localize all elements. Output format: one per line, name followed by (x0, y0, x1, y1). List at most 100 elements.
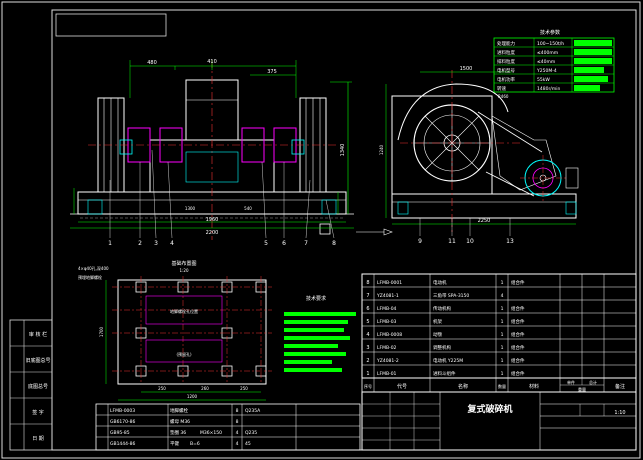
part-no-3: 5 (366, 319, 369, 325)
front-dim-top1: 480 (147, 60, 157, 66)
tech-v-0: 100~150t/h (537, 41, 564, 47)
hdr-6: 总计 (589, 379, 597, 385)
foundation-dim-4: 1700 (99, 326, 104, 337)
part-mat-0: 组合件 (511, 279, 525, 286)
lt-code-0: LFMB-0003 (110, 408, 135, 414)
side-dim-width: 2250 (478, 218, 491, 224)
lt-code-2: GB95-85 (110, 430, 130, 436)
part-code-5: LFMB-02 (377, 345, 397, 351)
front-dim-side: 1300 (185, 206, 196, 211)
foundation-title: 基础布置图 (171, 260, 196, 267)
foundation-label-1: 4×φ40孔,深400 (78, 265, 109, 271)
side-frame (391, 95, 493, 195)
lt-mat-3: 45 (245, 441, 251, 447)
side-base (391, 193, 577, 219)
balloon-6: 6 (282, 240, 286, 247)
foundation-dim-0: 250 (158, 386, 166, 391)
part-no-4: 4 (366, 332, 369, 338)
drawing-scale: 1:10 (614, 410, 625, 416)
hdr-2: 名称 (458, 383, 468, 390)
part-name-5: 调整机构 (433, 344, 451, 351)
tech-k-3: 电机型号 (497, 67, 515, 74)
part-name-1: 三角带 SPA-3150 (433, 292, 469, 299)
tech-v-1: ≤400mm (537, 50, 558, 56)
title-block: 复式破碎机 1:10 (361, 391, 637, 451)
balloon-7: 7 (304, 240, 308, 247)
front-dim-top3: 375 (267, 69, 277, 75)
lt-mat-2: Q235 (245, 430, 257, 436)
part-code-4: LFMB-0008 (377, 332, 402, 338)
balloon-4: 4 (170, 240, 174, 247)
side-dim-r: R460 (498, 94, 509, 99)
foundation-label-3: 地脚螺栓孔位置 (170, 308, 198, 314)
part-mat-4: 组合件 (511, 331, 525, 338)
tech-k-5: 转速 (497, 85, 506, 92)
part-no-2: 6 (366, 306, 369, 312)
part-code-1: YZ4081-1 (376, 293, 399, 299)
stamp-text-0: 审 核 栏 (29, 331, 47, 338)
stamp-text-1: 旧底图总号 (25, 357, 50, 364)
part-qty-6: 1 (501, 358, 504, 364)
side-hood (397, 83, 509, 141)
hdr-7: 重量 (578, 386, 586, 392)
part-no-1: 7 (366, 293, 369, 299)
stamp-text-4: 日 期 (32, 436, 44, 442)
tech-k-0: 处理能力 (497, 40, 515, 47)
part-qty-1: 4 (501, 293, 504, 299)
part-qty-4: 1 (501, 332, 504, 338)
part-qty-7: 1 (501, 371, 504, 377)
front-dim-height: 1340 (340, 144, 346, 157)
foundation-label-2: 预埋地脚螺栓 (78, 274, 102, 280)
left-stamp: 审 核 栏 旧底图总号 底图总号 签 字 日 期 (9, 319, 53, 451)
tech-v-2: ≤40mm (537, 59, 555, 65)
side-belt-bottom (485, 171, 535, 197)
hdr-0: 序号 (364, 383, 372, 389)
hdr-5: 单件 (567, 379, 575, 385)
tech-v-5: 1480r/min (537, 86, 560, 92)
side-view: 1500 2250 1240 R460 9 11 10 13 (379, 66, 579, 245)
side-balloon-10: 10 (466, 238, 474, 245)
part-no-7: 1 (366, 371, 369, 377)
lt-name-3: 平键 (170, 440, 179, 447)
part-code-3: LFMB-03 (377, 319, 397, 325)
part-mat-2: 组合件 (511, 305, 525, 312)
part-code-0: LFMB-0001 (377, 280, 402, 286)
part-mat-3: 组合件 (511, 318, 525, 325)
part-no-0: 8 (366, 280, 369, 286)
part-name-3: 机架 (433, 318, 442, 325)
part-name-4: 动颚 (433, 331, 442, 338)
lt-qty-2: 4 (236, 430, 239, 436)
lt-name-0: 地脚螺栓 (170, 407, 188, 414)
balloon-1: 1 (108, 240, 112, 247)
lt-spec-3: B=6 (190, 441, 200, 447)
balloon-5: 5 (264, 240, 268, 247)
tech-k-1: 进料粒度 (497, 49, 515, 56)
hdr-1: 代号 (397, 383, 407, 390)
side-belt-top (477, 111, 543, 153)
front-dim-top2: 410 (207, 59, 217, 65)
side-balloon-11: 11 (448, 238, 456, 245)
stamp-text-3: 签 字 (32, 409, 44, 416)
tech-req-title: 技术要求 (306, 295, 326, 302)
part-qty-3: 1 (501, 319, 504, 325)
front-dim-side2: 540 (244, 206, 252, 211)
lower-table: LFMB-0003 地脚螺栓 8 Q235A GB6170-86 螺母 M36 … (95, 403, 361, 451)
part-mat-5: 组合件 (511, 344, 525, 351)
tech-v-4: 55kW (537, 77, 550, 83)
part-name-7: 进料斗组件 (433, 370, 456, 377)
balloon-3: 3 (154, 240, 158, 247)
front-dim-width1: 1960 (206, 217, 219, 223)
balloon-2: 2 (138, 240, 142, 247)
hdr-4: 材料 (529, 383, 539, 390)
parts-header: 序号 代号 名称 数量 材料 单件 总计 重量 备注 (361, 377, 637, 393)
ground-block (319, 223, 331, 235)
tech-v-3: Y250M-4 (536, 68, 557, 74)
tech-requirements: 技术要求 (284, 295, 356, 372)
lt-qty-1: 8 (236, 419, 239, 425)
side-balloon-9: 9 (418, 238, 422, 245)
front-view: 480 410 375 1340 1960 2200 1300 540 1 2 … (70, 59, 393, 247)
lt-name-2: 垫圈 36 (170, 429, 186, 436)
hdr-8: 备注 (615, 383, 625, 390)
hdr-3: 数量 (498, 383, 506, 389)
